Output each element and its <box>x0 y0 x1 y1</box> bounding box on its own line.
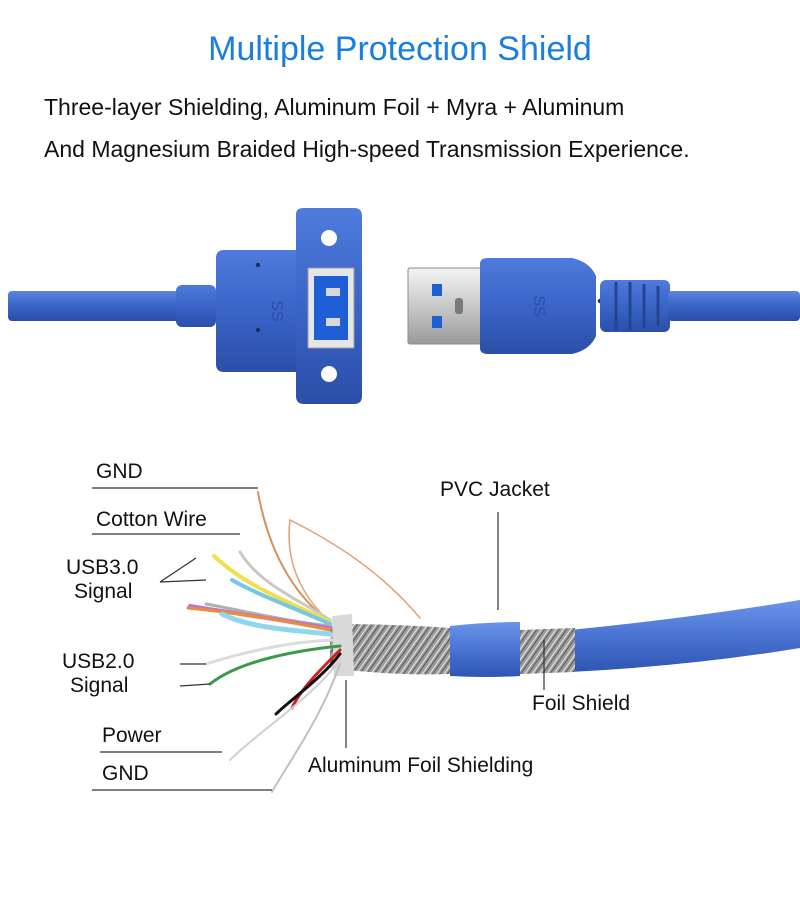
subtitle-line-1: Three-layer Shielding, Aluminum Foil + M… <box>44 94 625 120</box>
usb-cable-illustration: SS SS <box>8 208 800 404</box>
label-usb2-line1: USB2.0 <box>62 650 135 673</box>
svg-text:SS: SS <box>530 295 547 316</box>
label-gnd-top: GND <box>96 460 143 483</box>
label-cotton-wire: Cotton Wire <box>96 508 207 531</box>
svg-text:SS: SS <box>268 300 285 321</box>
label-foil-shield: Foil Shield <box>532 692 631 715</box>
label-power: Power <box>102 724 162 747</box>
label-aluminum-foil-shielding: Aluminum Foil Shielding <box>308 754 534 777</box>
label-gnd-bottom: GND <box>102 762 149 785</box>
label-usb3-line2: Signal <box>74 580 133 603</box>
label-pvc-jacket: PVC Jacket <box>440 478 550 501</box>
label-usb2-line2: Signal <box>70 674 129 697</box>
page-title: Multiple Protection Shield <box>208 30 592 68</box>
label-usb3-line1: USB3.0 <box>66 556 139 579</box>
subtitle-line-2: And Magnesium Braided High-speed Transmi… <box>44 136 690 162</box>
